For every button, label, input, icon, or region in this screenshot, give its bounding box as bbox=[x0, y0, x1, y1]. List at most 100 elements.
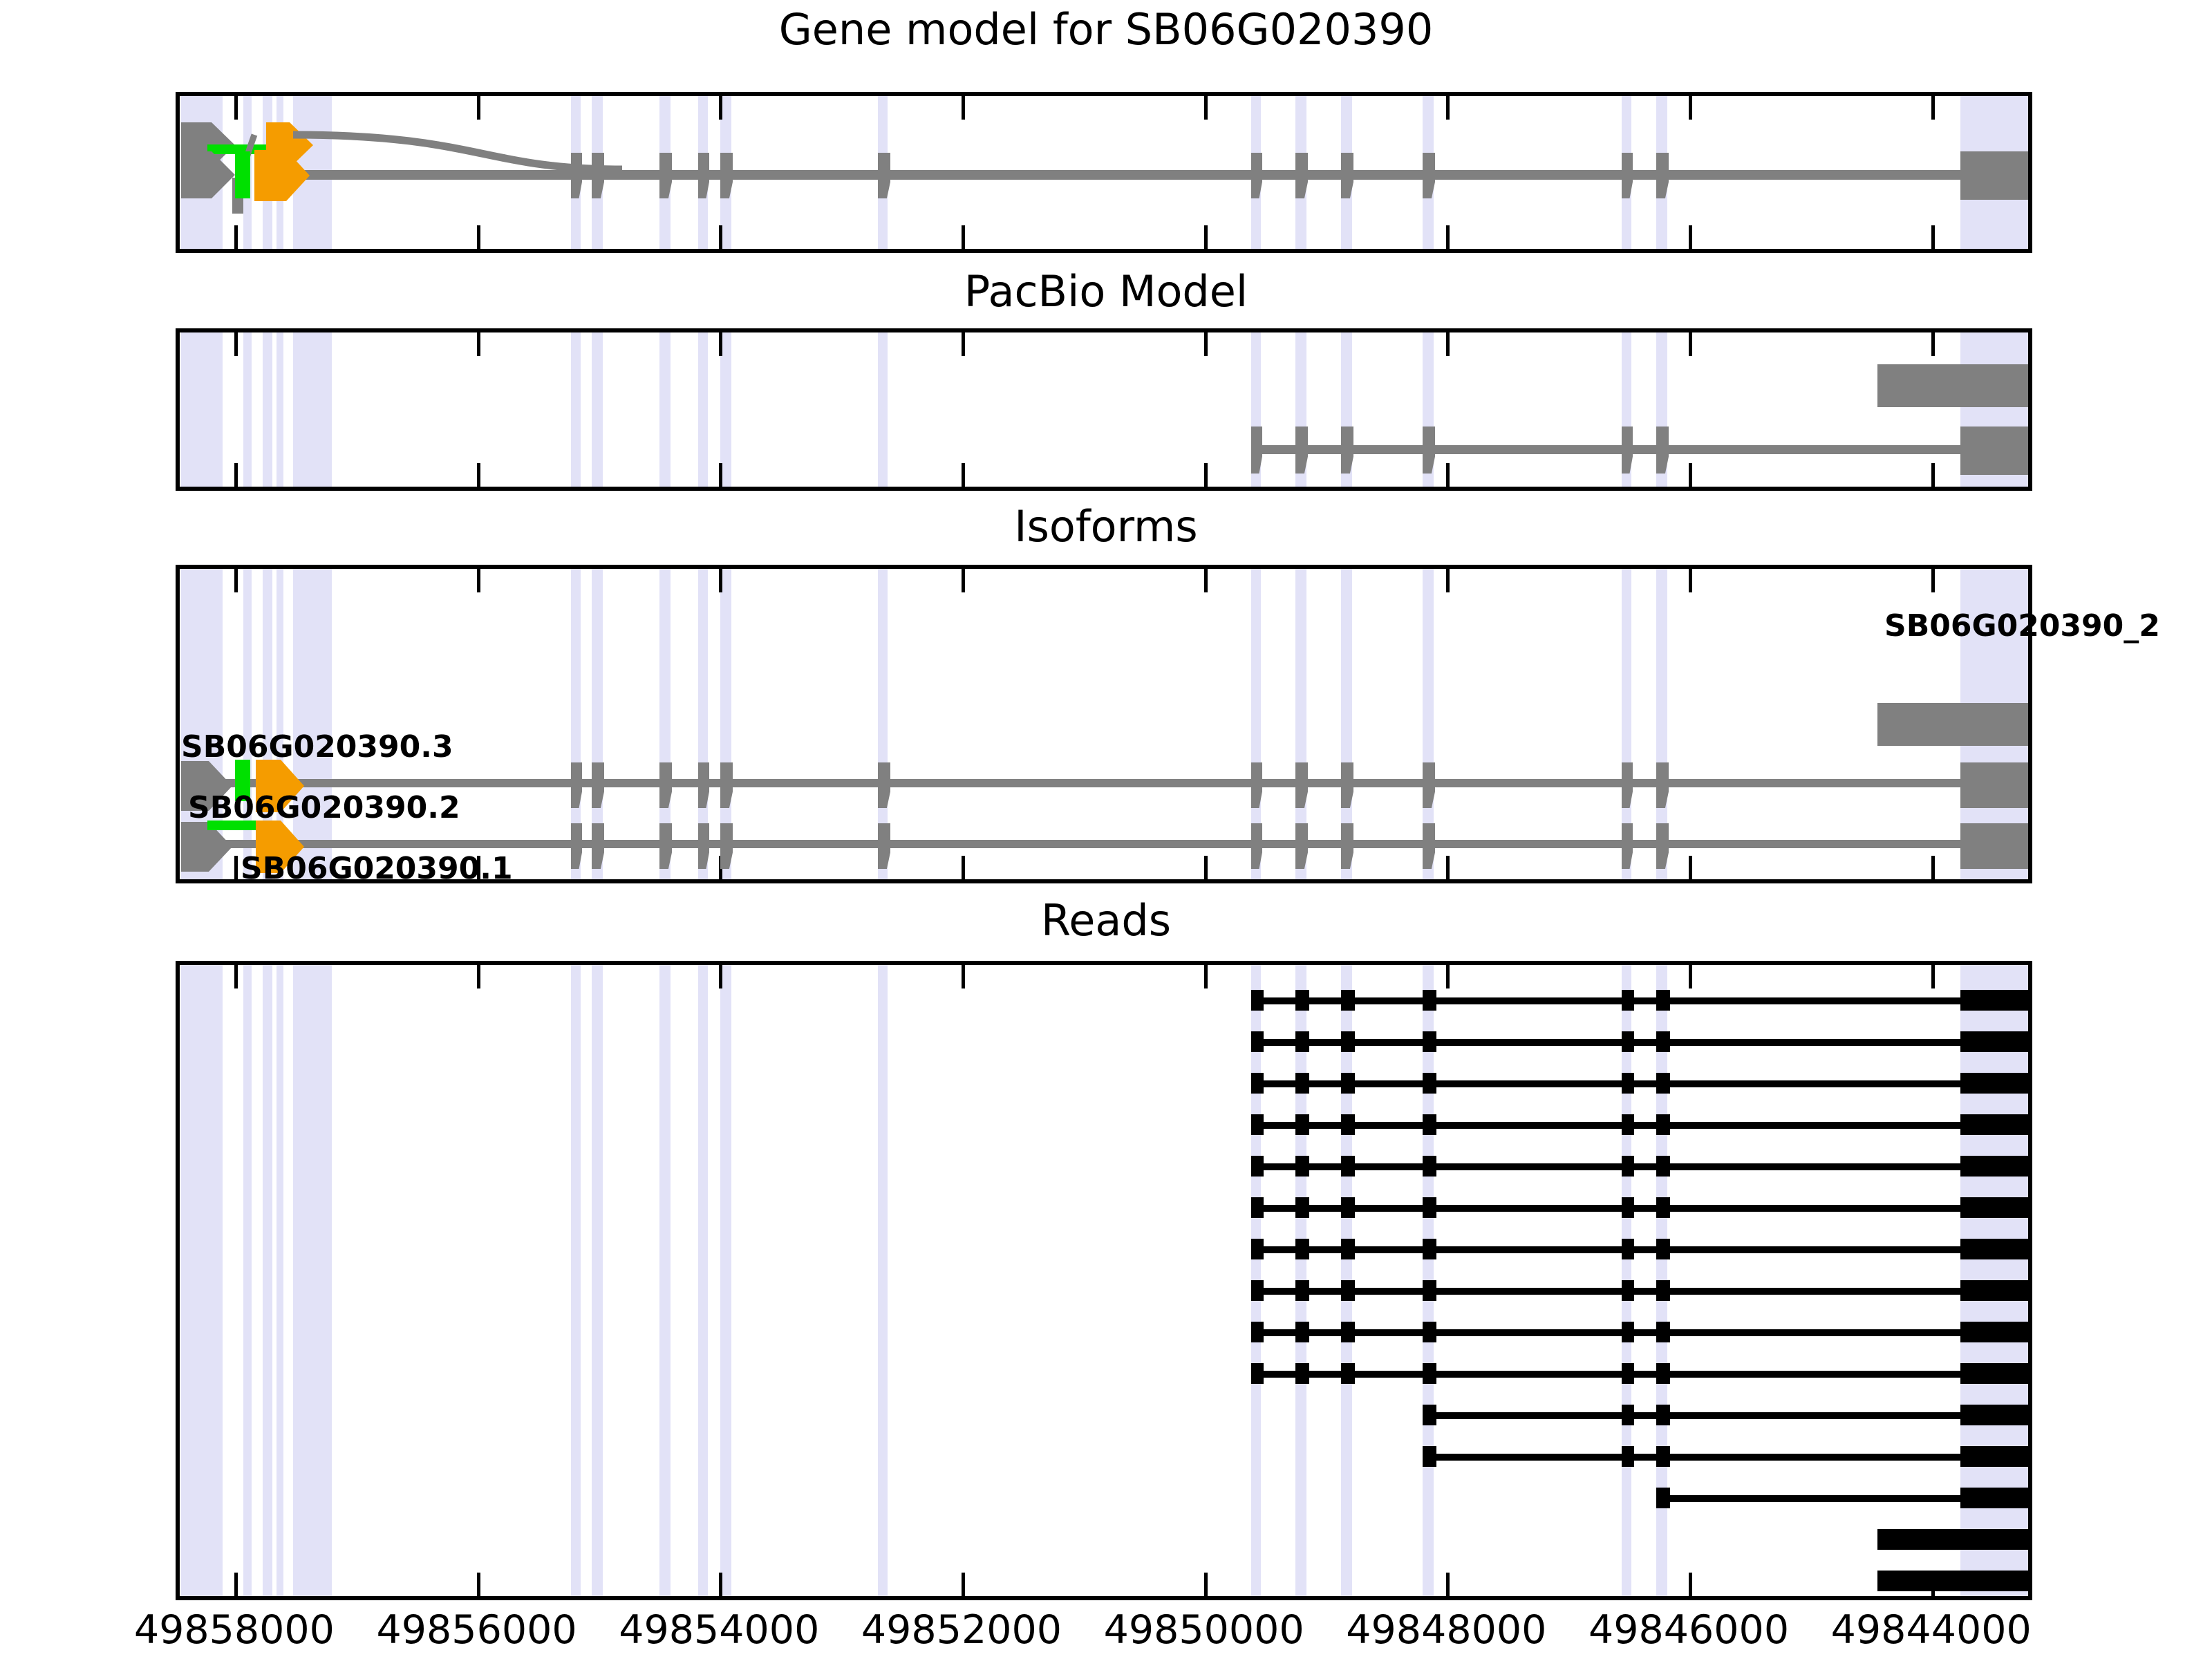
read-exon bbox=[1341, 1280, 1355, 1301]
exon bbox=[878, 153, 890, 198]
reads-title: Reads bbox=[1040, 895, 1172, 946]
axis-tick bbox=[1446, 463, 1450, 487]
pacbio-track[interactable] bbox=[176, 328, 2032, 491]
highlight-band bbox=[263, 332, 272, 487]
exon bbox=[592, 153, 604, 198]
axis-tick bbox=[1689, 569, 1693, 592]
read-exon bbox=[1656, 1114, 1670, 1135]
axis-tick bbox=[961, 569, 965, 592]
highlight-band bbox=[243, 965, 252, 1596]
read-terminal-exon bbox=[1960, 1322, 2028, 1342]
axis-tick-label: 49858000 bbox=[133, 1607, 335, 1653]
read-intron-line bbox=[1423, 1454, 1977, 1461]
highlight-band bbox=[592, 965, 603, 1596]
highlight-band bbox=[243, 569, 252, 879]
axis-tick bbox=[476, 569, 480, 592]
read-terminal-exon bbox=[1960, 1280, 2028, 1301]
axis-tick bbox=[1689, 225, 1693, 249]
terminal-exon bbox=[1960, 151, 2028, 200]
page-title: Gene model for SB06G020390 bbox=[778, 4, 1434, 55]
axis-tick bbox=[1446, 1573, 1450, 1596]
exon bbox=[1295, 153, 1308, 198]
axis-tick bbox=[719, 332, 723, 356]
read-terminal-exon bbox=[1960, 1197, 2028, 1218]
read-exon bbox=[1656, 1363, 1670, 1384]
read-exon bbox=[1423, 1073, 1436, 1094]
read-intron-line bbox=[1251, 1163, 1977, 1170]
axis-tick bbox=[1203, 96, 1208, 120]
read-exon bbox=[1656, 1073, 1670, 1094]
axis-tick bbox=[1203, 569, 1208, 592]
isoform-exon bbox=[571, 762, 582, 808]
read-exon bbox=[1622, 1446, 1634, 1467]
read-terminal-exon bbox=[1960, 1156, 2028, 1177]
pacbio-title: PacBio Model bbox=[964, 266, 1248, 317]
read-terminal-exon bbox=[1960, 1114, 2028, 1135]
read-intron-line bbox=[1656, 1495, 1977, 1502]
axis-tick bbox=[1689, 856, 1693, 879]
isoform-exon bbox=[659, 762, 672, 808]
pacbio-exon bbox=[1622, 427, 1633, 474]
read-exon bbox=[1622, 1363, 1634, 1384]
axis-tick bbox=[1689, 332, 1693, 356]
read-intron-line bbox=[1251, 1122, 1977, 1129]
axis-tick-label: 49850000 bbox=[1103, 1607, 1304, 1653]
isoform-label-SB06G020390_2: SB06G020390_2 bbox=[1884, 608, 2160, 644]
read-terminal-exon bbox=[1960, 1405, 2028, 1425]
read-exon bbox=[1341, 1073, 1355, 1094]
isoforms-title: Isoforms bbox=[1014, 501, 1198, 552]
axis-tick-label: 49856000 bbox=[376, 1607, 577, 1653]
read-terminal-exon bbox=[1960, 1073, 2028, 1094]
isoform-exon bbox=[1656, 823, 1669, 869]
highlight-band bbox=[181, 332, 223, 487]
axis-tick bbox=[1203, 332, 1208, 356]
read-terminal-exon bbox=[1960, 990, 2028, 1011]
isoform-exon bbox=[592, 762, 604, 808]
isoform-label: SB06G020390.1 bbox=[241, 851, 513, 883]
read-exon bbox=[1251, 1114, 1264, 1135]
read-exon bbox=[1341, 1156, 1355, 1177]
isoform-exon bbox=[878, 823, 890, 869]
read-exon bbox=[1295, 1197, 1309, 1218]
axis-tick-label: 49854000 bbox=[619, 1607, 820, 1653]
read-exon bbox=[1622, 1239, 1634, 1259]
axis-tick bbox=[719, 965, 723, 988]
axis-tick bbox=[1203, 1573, 1208, 1596]
read-exon bbox=[1423, 1031, 1436, 1052]
axis-tick bbox=[719, 1573, 723, 1596]
read-intron-line bbox=[1251, 1371, 1977, 1378]
read-exon bbox=[1341, 1197, 1355, 1218]
exon bbox=[1656, 153, 1669, 198]
read-exon bbox=[1622, 1073, 1634, 1094]
highlight-band bbox=[720, 965, 731, 1596]
read-intron-line bbox=[1251, 1080, 1977, 1087]
highlight-band bbox=[276, 569, 283, 879]
read-exon bbox=[1341, 1114, 1355, 1135]
isoform-exon bbox=[698, 823, 709, 869]
gene-model-track[interactable] bbox=[176, 92, 2032, 253]
isoform-exon bbox=[1341, 762, 1353, 808]
read-exon bbox=[1251, 1031, 1264, 1052]
read-exon bbox=[1622, 1322, 1634, 1342]
axis-tick bbox=[476, 332, 480, 356]
cds-green-bar-lower bbox=[235, 151, 250, 198]
read-exon bbox=[1423, 1197, 1436, 1218]
axis-tick bbox=[476, 96, 480, 120]
exon bbox=[1423, 153, 1435, 198]
axis-tick-label: 49848000 bbox=[1346, 1607, 1547, 1653]
axis-tick bbox=[1931, 856, 1935, 879]
axis-tick bbox=[719, 225, 723, 249]
gene-start-arrow-lower bbox=[181, 151, 235, 198]
axis-tick bbox=[234, 463, 238, 487]
read-exon bbox=[1656, 1280, 1670, 1301]
read-exon bbox=[1423, 1405, 1436, 1425]
read-exon bbox=[1656, 1239, 1670, 1259]
read-terminal-exon bbox=[1960, 1031, 2028, 1052]
reads-track[interactable] bbox=[176, 961, 2032, 1600]
highlight-band bbox=[571, 965, 581, 1596]
read-exon bbox=[1622, 1156, 1634, 1177]
axis-tick bbox=[1203, 856, 1208, 879]
read-terminal-exon bbox=[1960, 1239, 2028, 1259]
isoform-exon bbox=[720, 762, 733, 808]
